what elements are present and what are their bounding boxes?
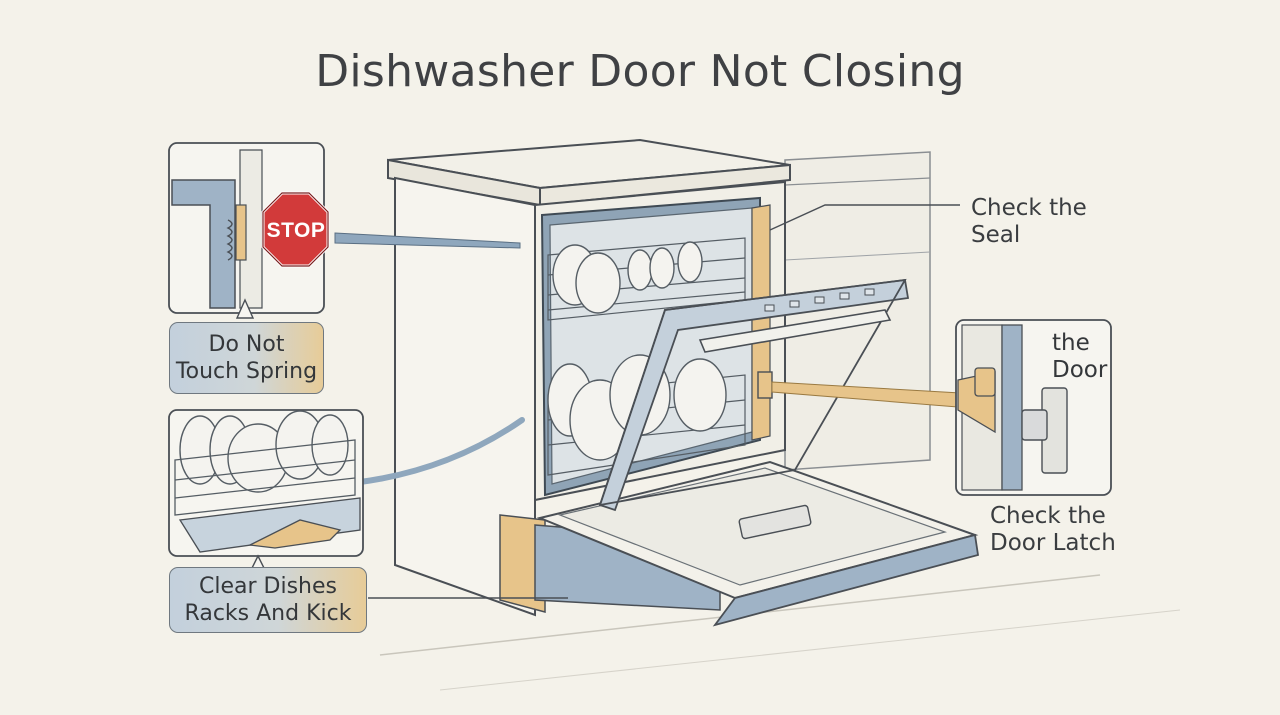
inset-latch xyxy=(955,319,1112,496)
door-seal xyxy=(751,204,771,441)
floor-line xyxy=(439,609,1181,691)
inset-racks xyxy=(168,409,364,573)
connector-spring xyxy=(334,232,521,249)
detergent-dispenser xyxy=(738,504,812,540)
inset-spring xyxy=(168,142,325,319)
spring-icon xyxy=(226,219,233,261)
callout-check-door-latch: Check the Door Latch xyxy=(990,503,1116,556)
inset-latch-label: the Door xyxy=(1052,330,1108,383)
page-title: Dishwasher Door Not Closing xyxy=(315,46,965,97)
door-latch xyxy=(757,371,773,399)
upper-dishes xyxy=(552,241,703,314)
callout-check-seal: Check the Seal xyxy=(971,195,1087,248)
stop-sign-label: STOP xyxy=(266,219,326,242)
callout-do-not-touch-spring: Do Not Touch Spring xyxy=(169,322,324,394)
kick-plate xyxy=(499,514,546,613)
dishwasher-door xyxy=(536,278,980,627)
connector-seal xyxy=(769,204,960,231)
door-handle xyxy=(698,309,892,353)
callout-clear-dishes-racks: Clear Dishes Racks And Kick xyxy=(169,567,367,633)
connector-racks xyxy=(357,417,525,485)
